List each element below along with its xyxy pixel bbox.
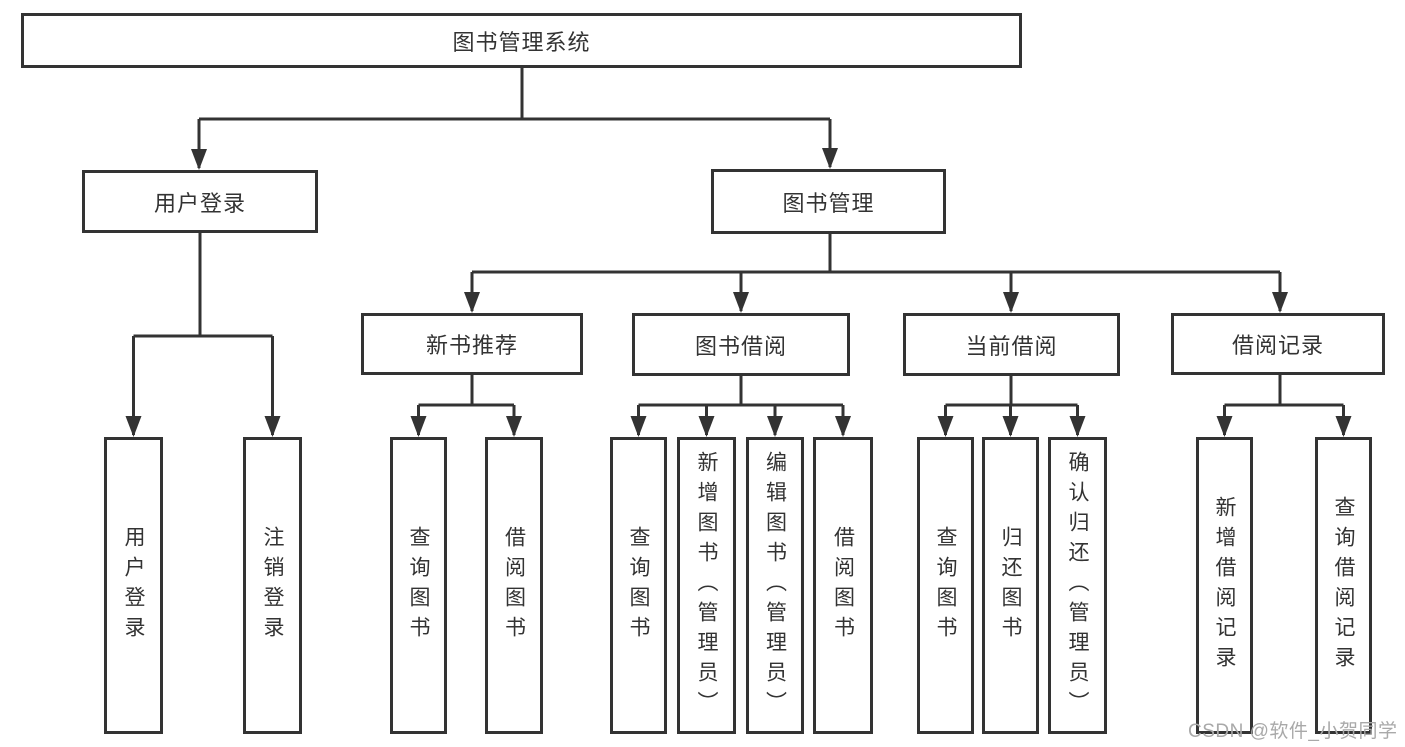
node-label: 新增图书（管理员） xyxy=(695,450,719,721)
leaf-search-books-recommend: 查询图书 xyxy=(390,437,447,734)
node-current-borrowing: 当前借阅 xyxy=(903,313,1120,376)
node-label: 确认归还（管理员） xyxy=(1066,450,1090,721)
node-label: 注销登录 xyxy=(261,525,285,646)
leaf-add-borrow-record: 新增借阅记录 xyxy=(1196,437,1253,734)
node-label: 借阅记录 xyxy=(1231,333,1324,358)
leaf-confirm-return-admin: 确认归还（管理员） xyxy=(1048,437,1107,734)
leaf-borrow-books-recommend: 借阅图书 xyxy=(485,437,543,734)
node-book-management: 图书管理 xyxy=(711,169,946,234)
node-book-borrowing: 图书借阅 xyxy=(632,313,850,376)
node-label: 借阅图书 xyxy=(831,525,855,646)
node-user-login: 用户登录 xyxy=(82,170,318,233)
csdn-watermark: CSDN @软件_小贺同学 xyxy=(1188,721,1398,742)
node-label: 当前借阅 xyxy=(965,333,1058,359)
node-label: 查询图书 xyxy=(627,525,651,646)
leaf-edit-books-admin: 编辑图书（管理员） xyxy=(746,437,804,734)
leaf-search-books-current: 查询图书 xyxy=(917,437,974,734)
node-label: 查询借阅记录 xyxy=(1332,495,1356,676)
node-label: 图书管理系统 xyxy=(452,29,591,55)
node-label: 新书推荐 xyxy=(425,333,518,358)
node-label: 用户登录 xyxy=(122,525,146,646)
leaf-return-books: 归还图书 xyxy=(982,437,1039,734)
node-new-book-recommend: 新书推荐 xyxy=(361,313,583,375)
leaf-search-books-borrowing: 查询图书 xyxy=(610,437,667,734)
leaf-borrow-books: 借阅图书 xyxy=(813,437,873,734)
node-label: 图书管理 xyxy=(782,190,875,216)
node-label: 查询图书 xyxy=(934,525,958,646)
node-label: 图书借阅 xyxy=(694,333,787,359)
node-label: 查询图书 xyxy=(407,525,431,646)
node-label: 编辑图书（管理员） xyxy=(763,450,787,721)
node-label: 新增借阅记录 xyxy=(1213,495,1237,676)
node-label: 借阅图书 xyxy=(502,525,526,646)
node-label: 用户登录 xyxy=(153,190,246,216)
leaf-user-login: 用户登录 xyxy=(104,437,163,734)
leaf-logout: 注销登录 xyxy=(243,437,302,734)
leaf-search-borrow-record: 查询借阅记录 xyxy=(1315,437,1372,734)
node-library-management-system: 图书管理系统 xyxy=(21,13,1022,68)
node-label: 归还图书 xyxy=(999,525,1023,646)
leaf-add-books-admin: 新增图书（管理员） xyxy=(677,437,736,734)
node-borrow-records: 借阅记录 xyxy=(1171,313,1385,375)
